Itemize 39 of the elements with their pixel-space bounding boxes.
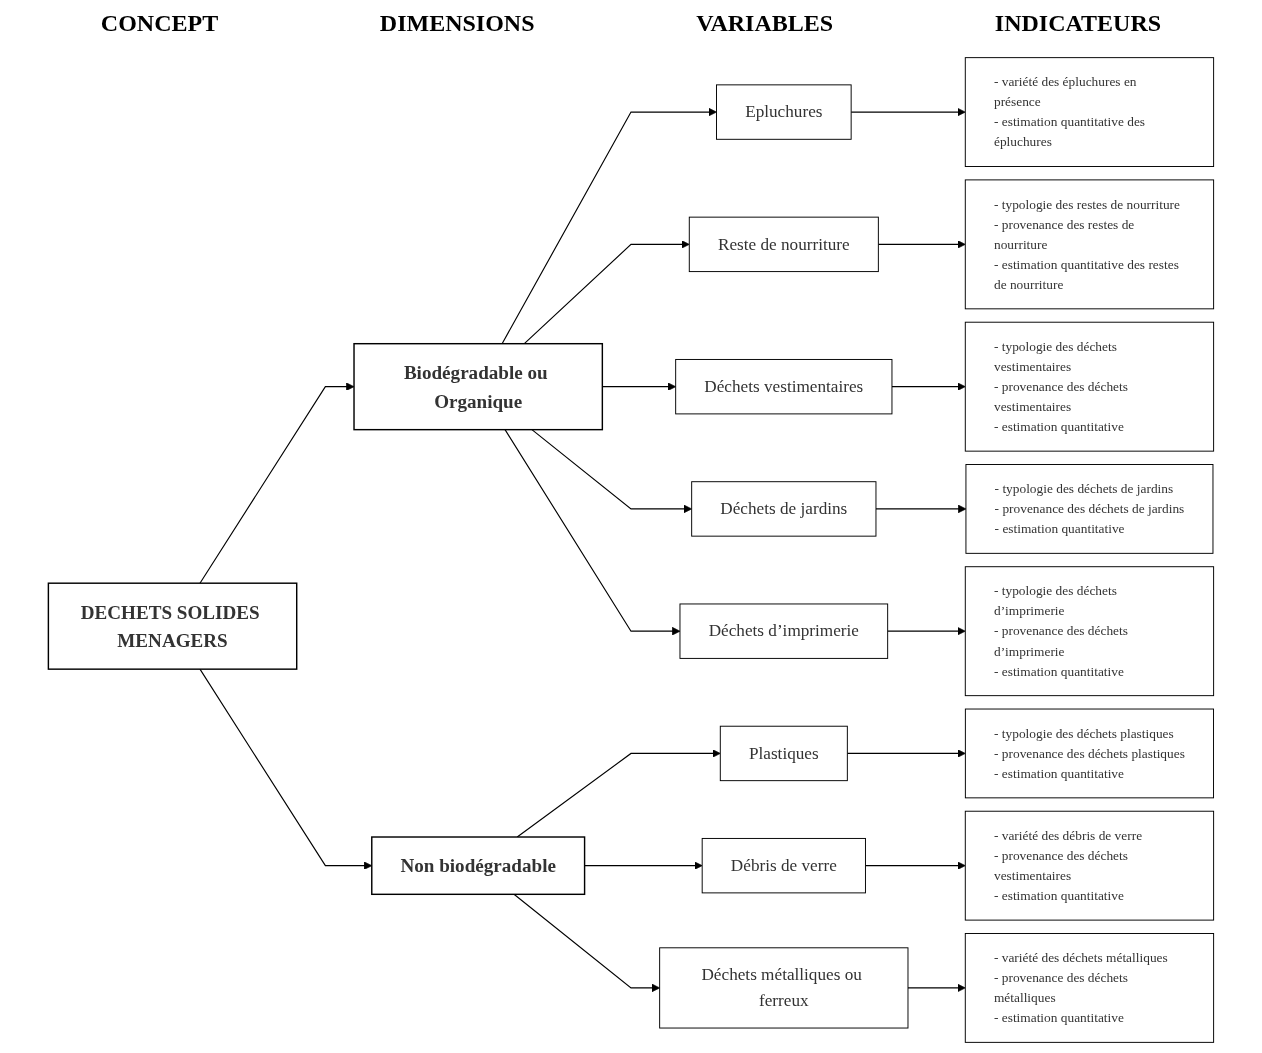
arrow bbox=[864, 861, 966, 870]
arrow bbox=[891, 382, 966, 391]
column-heading: VARIABLES bbox=[696, 10, 834, 38]
arrow bbox=[501, 107, 717, 345]
node-box: Déchets de jardins bbox=[691, 481, 877, 537]
arrow bbox=[504, 429, 681, 636]
arrow bbox=[846, 749, 966, 758]
arrow bbox=[875, 504, 967, 514]
arrow bbox=[877, 240, 966, 249]
arrow bbox=[531, 429, 693, 514]
arrow bbox=[513, 893, 661, 993]
node-box: - typologie des déchets de jardins - provenance des déchets de jardins - estimation quantitative bbox=[965, 464, 1214, 554]
arrow bbox=[887, 627, 966, 636]
arrow bbox=[907, 983, 966, 993]
arrow bbox=[850, 107, 966, 117]
node-box: Reste de nourriture bbox=[688, 216, 879, 273]
column-heading: INDICATEURS bbox=[994, 10, 1162, 38]
node-box: - variété des épluchures en présence - estimation quantitative des épluchures bbox=[964, 57, 1215, 167]
arrow bbox=[523, 240, 690, 345]
node-box: Débris de verre bbox=[701, 837, 866, 894]
node-box: DECHETS SOLIDES MENAGERS bbox=[47, 582, 298, 670]
column-heading: DIMENSIONS bbox=[379, 10, 535, 38]
node-box: - variété des débris de verre - provenance des déchets vestimentaires - estimation quantitative bbox=[964, 810, 1215, 921]
node-box: Déchets vestimentaires bbox=[675, 358, 893, 415]
node-box: Biodégradable ou Organique bbox=[353, 343, 604, 431]
node-box: - typologie des restes de nourriture - provenance des restes de nourriture - estimation quantitative des restes de nourriture bbox=[964, 179, 1215, 310]
node-box: Non biodégradable bbox=[371, 836, 586, 896]
node-box: Plastiques bbox=[719, 725, 848, 782]
node-box: - typologie des déchets vestimentaires - provenance des déchets vestimentaires - estimation quantitative bbox=[964, 321, 1215, 452]
arrow bbox=[199, 382, 355, 584]
node-box: - typologie des déchets d’imprimerie - provenance des déchets d’imprimerie - estimation quantitative bbox=[964, 566, 1215, 697]
node-box: - variété des déchets métalliques - provenance des déchets métalliques - estimation quantitative bbox=[964, 933, 1215, 1043]
arrow bbox=[516, 749, 721, 838]
node-box: - typologie des déchets plastiques - provenance des déchets plastiques - estimation quantitative bbox=[964, 708, 1214, 799]
node-box: Déchets métalliques ou ferreux bbox=[659, 947, 909, 1029]
node-box: Epluchures bbox=[716, 84, 852, 140]
arrow bbox=[584, 861, 703, 870]
column-heading: CONCEPT bbox=[100, 10, 219, 38]
node-box: Déchets d’imprimerie bbox=[679, 603, 889, 659]
